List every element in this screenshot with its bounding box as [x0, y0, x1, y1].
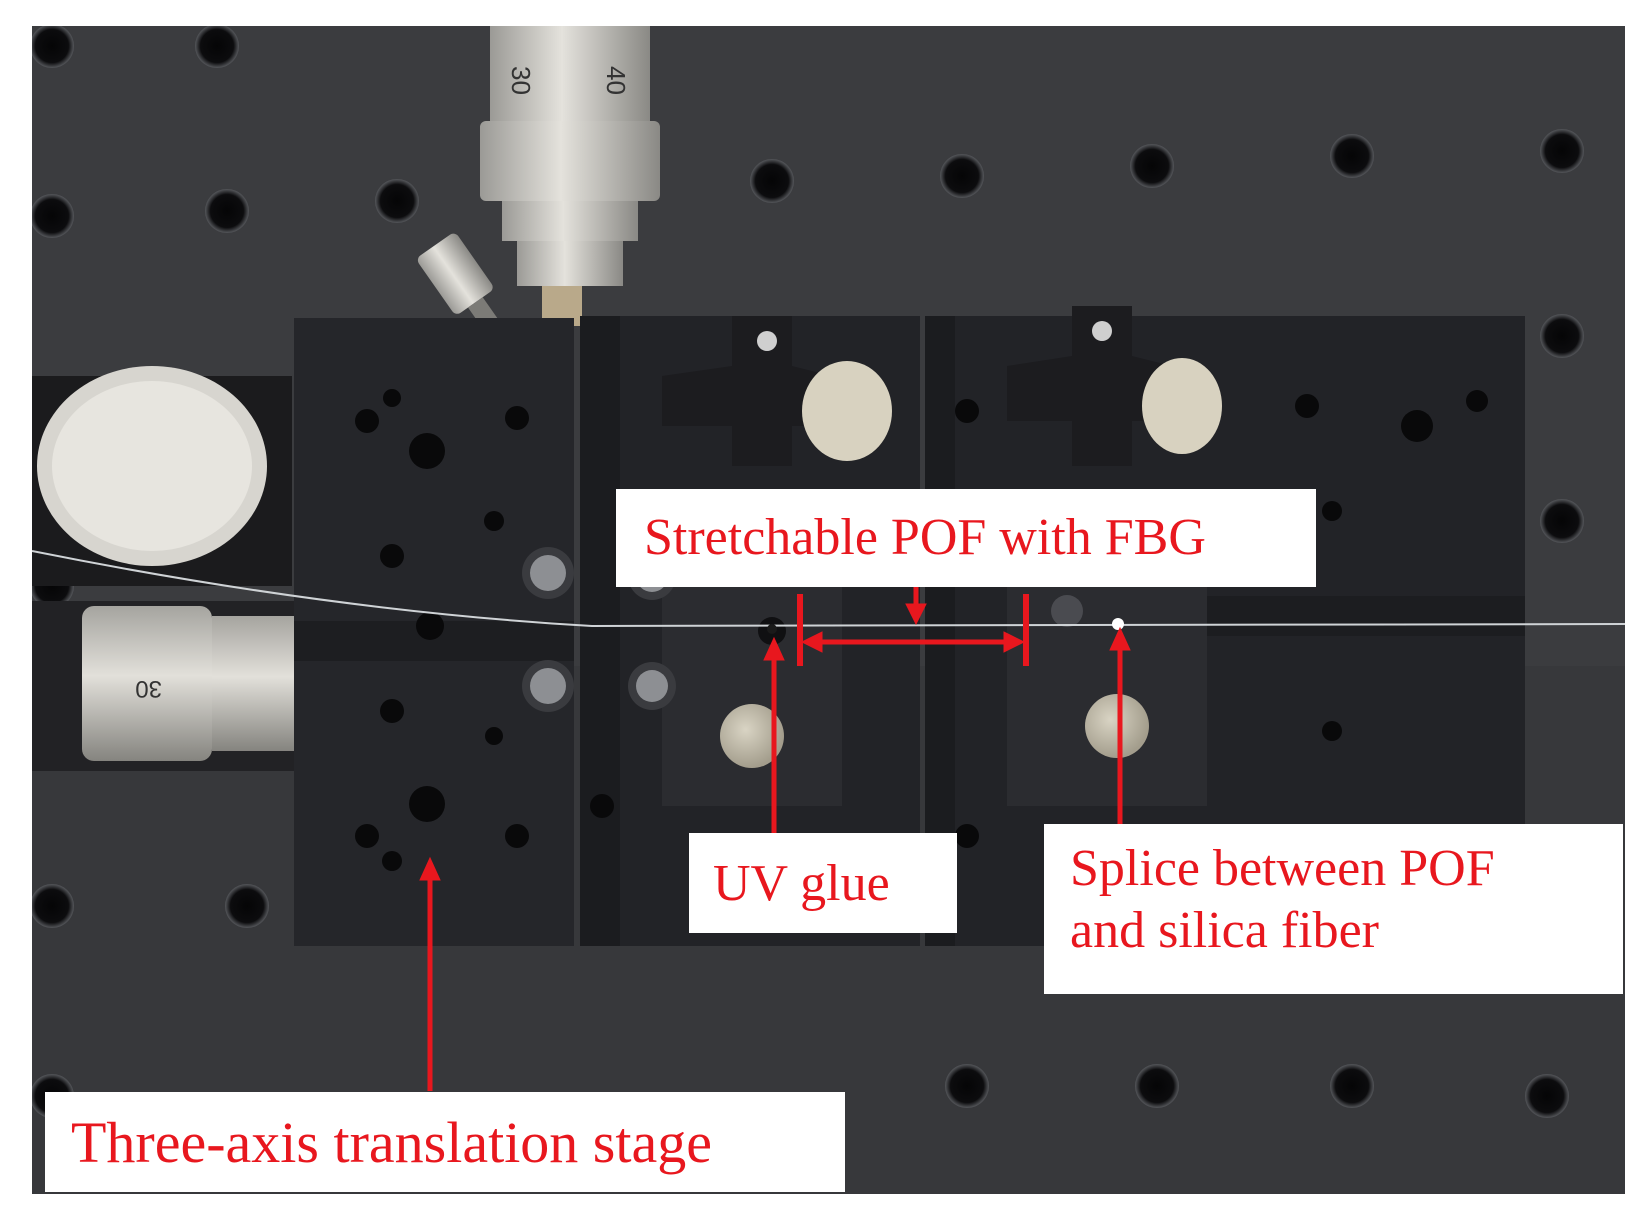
translation-stage-left: [294, 318, 574, 946]
label-uv-glue: UV glue: [689, 833, 957, 933]
micrometer-horizontal: 30: [32, 601, 302, 771]
label-splice: Splice between POF and silica fiber: [1044, 824, 1623, 994]
photo-optical-table: 30 40 30: [32, 26, 1625, 1194]
micrometer-left-scale-30: 30: [135, 675, 162, 702]
optical-fiber: [32, 550, 1625, 634]
label-translation-stage: Three-axis translation stage: [45, 1092, 845, 1192]
micrometer-top-scale-30: 30: [506, 66, 536, 95]
micrometer-vertical: 30 40: [480, 26, 660, 326]
left-actuator-cap: [32, 366, 292, 586]
label-splice-line1: Splice between POF: [1070, 840, 1495, 897]
label-splice-line2: and silica fiber: [1070, 902, 1379, 959]
label-stretchable-pof: Stretchable POF with FBG: [616, 489, 1316, 587]
micrometer-top-scale-40: 40: [601, 66, 631, 95]
annotation-arrows: [419, 558, 1131, 1091]
scene-illustration: 30 40 30: [32, 26, 1625, 1194]
